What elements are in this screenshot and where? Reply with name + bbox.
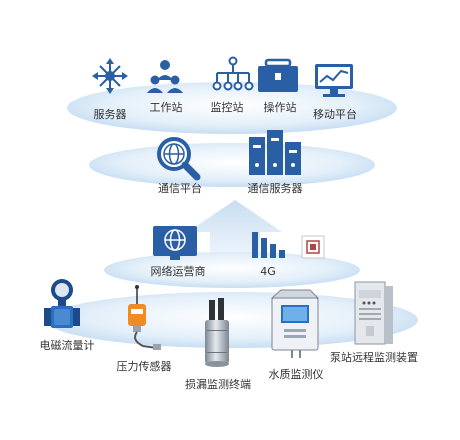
pressure-sensor-icon	[128, 285, 161, 350]
label-electromagnetic-flowmeter: 电磁流量计	[39, 339, 95, 352]
uplink-arrow	[188, 200, 282, 258]
water-quality-meter-icon	[270, 289, 320, 358]
monitor-chart-icon	[315, 64, 353, 97]
leak-monitor-terminal-icon	[205, 298, 229, 367]
label-server: 服务器	[93, 108, 127, 121]
binders-icon	[249, 130, 301, 175]
label-pressure-sensor: 压力传感器	[116, 360, 172, 373]
globe-monitor-icon	[153, 226, 197, 260]
label-mobile-platform: 移动平台	[313, 108, 357, 121]
label-operator-station: 操作站	[263, 101, 297, 114]
globe-magnifier-icon	[157, 137, 201, 181]
communication-layer-disc	[89, 143, 375, 187]
label-monitoring-station: 监控站	[210, 101, 244, 114]
electromagnetic-flowmeter-icon	[44, 279, 80, 328]
briefcase-icon	[258, 58, 298, 92]
label-leak-monitor-terminal: 损漏监测终端	[185, 378, 251, 391]
application-layer-disc	[67, 82, 397, 134]
network-server-icon	[92, 58, 128, 94]
label-water-quality-meter: 水质监测仪	[268, 368, 324, 381]
signal-bars-icon	[252, 232, 285, 258]
label-pump-station-monitor: 泵站远程监测装置	[330, 351, 418, 364]
pump-station-cabinet-icon	[354, 281, 393, 345]
label-network-operator: 网络运营商	[150, 265, 206, 278]
chip-icon	[301, 235, 325, 259]
network-layer-disc	[104, 252, 360, 288]
label-communication-server: 通信服务器	[247, 182, 303, 195]
people-group-icon	[147, 60, 183, 93]
tree-hierarchy-icon	[212, 56, 254, 91]
label-communication-platform: 通信平台	[158, 182, 202, 195]
label-workstation: 工作站	[149, 101, 183, 114]
label-4g: 4G	[260, 265, 276, 278]
